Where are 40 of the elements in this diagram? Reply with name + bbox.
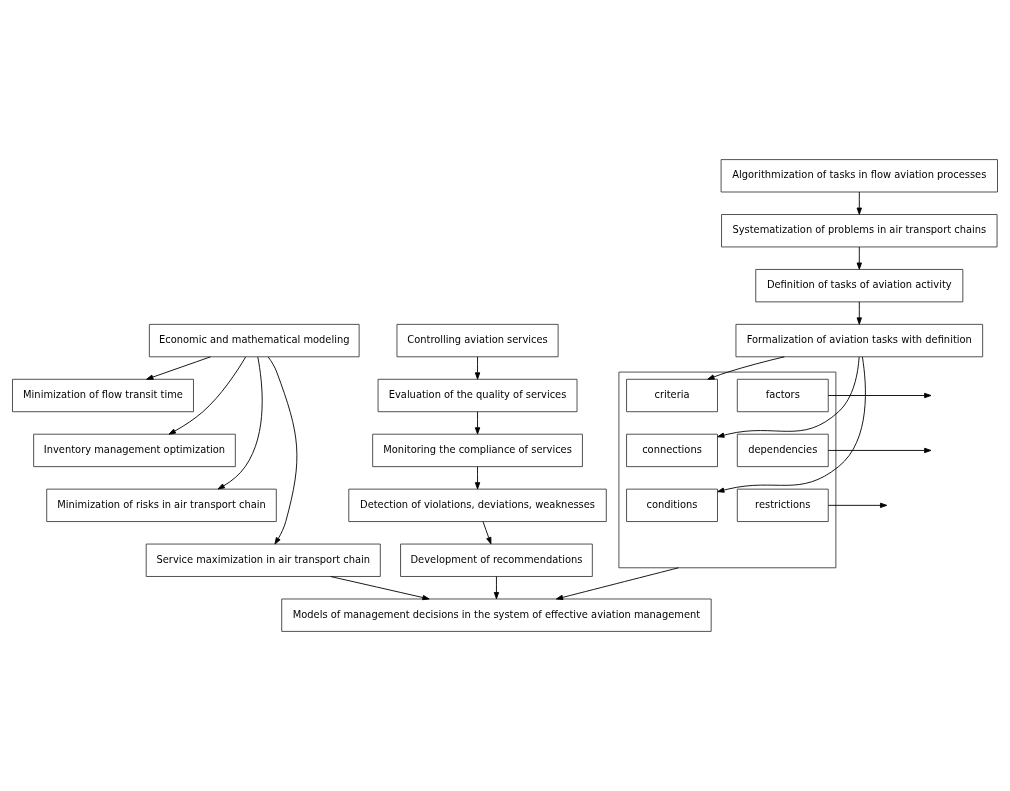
arrow: [474, 356, 481, 380]
node-box: Systematization of problems in air transport chains: [721, 214, 998, 248]
arrow: [474, 411, 481, 435]
node-box: Models of management decisions in the system of effective aviation management: [281, 598, 712, 632]
arrow: [856, 301, 862, 325]
arrow: [493, 576, 500, 600]
arrow: [168, 356, 247, 435]
arrow: [856, 246, 862, 270]
node-box: dependencies: [736, 433, 829, 468]
node-box: Minimization of risks in air transport chain: [46, 488, 277, 522]
node-box: Definition of tasks of aviation activity: [755, 269, 964, 303]
arrow: [330, 576, 430, 601]
arrow: [474, 466, 481, 490]
node-box: restrictions: [736, 488, 829, 522]
node-box: Economic and mathematical modeling: [148, 323, 360, 358]
node-box: Monitoring the compliance of services: [372, 433, 583, 468]
node-box: connections: [626, 433, 718, 468]
arrow: [146, 356, 211, 380]
arrow: [267, 356, 298, 545]
arrow: [482, 521, 492, 545]
node-box: Inventory management optimization: [33, 433, 236, 468]
node-box: conditions: [626, 488, 718, 522]
arrow: [555, 567, 679, 600]
arrow: [856, 191, 862, 215]
node-box: Controlling aviation services: [396, 323, 559, 358]
arrow: [828, 502, 888, 508]
node-box: Service maximization in air transport chain: [145, 543, 381, 577]
node-box: factors: [736, 378, 829, 413]
arrow: [827, 447, 932, 454]
arrow: [717, 356, 866, 493]
node-box: Evaluation of the quality of services: [377, 378, 578, 413]
node-box: Development of recommendations: [400, 543, 593, 577]
node-box: Minimization of flow transit time: [12, 378, 194, 413]
node-box: Detection of violations, deviations, weaknesses: [348, 488, 607, 522]
arrow: [717, 356, 860, 438]
node-box: Formalization of aviation tasks with definition: [735, 323, 984, 358]
arrow: [217, 356, 263, 490]
node-box: Algorithmization of tasks in flow aviation processes: [720, 159, 998, 193]
node-box: criteria: [626, 378, 718, 413]
arrow: [827, 392, 932, 399]
